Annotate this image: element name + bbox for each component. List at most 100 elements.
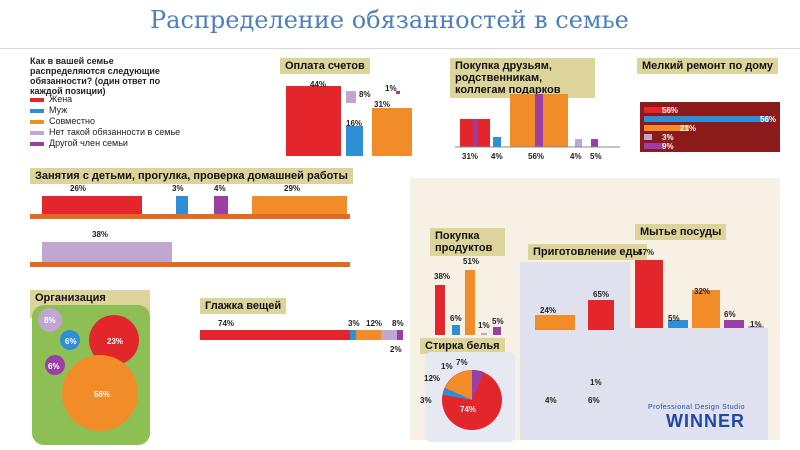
repair-label-husband: 56% [662,106,679,115]
laundry-chart [425,352,515,442]
survey-question: Как в вашей семье распределяются следующ… [30,56,161,96]
leisure-bubble-together [62,355,138,431]
repair-bar-together [644,125,689,131]
legend-item-together: Совместно [30,116,200,126]
dishes-label-husband: 5% [668,314,680,323]
repair-bar-wife [644,107,674,113]
children-books-together [252,196,347,214]
gifts-label-none: 4% [570,152,582,161]
ironing-bar-none [381,330,397,340]
label-dishes: Мытье посуды [635,224,727,240]
leisure-bubble-none [38,308,62,332]
dishes-stack-together [692,290,720,328]
leisure-label-wife: 23% [107,337,124,346]
credit: Professional Design Studio WINNER [648,404,745,432]
laundry-label-together: 12% [424,374,441,383]
laundry-slice-other [472,369,484,400]
leisure-chart [32,305,150,445]
repair-bar-none [644,134,652,140]
bills-label-together: 31% [374,100,391,109]
bills-label-wife: 44% [310,80,327,89]
bills-label-husband: 16% [346,119,363,128]
legend-item-other: Другой член семьи [30,138,200,148]
ironing-label-husband: 2% [390,345,402,354]
legend-label: Другой член семьи [49,138,128,148]
bills-bar-other [396,91,400,94]
legend-item-wife: Жена [30,94,200,104]
legend-item-none: Нет такой обязанности в семье [30,127,200,137]
credit-line1: Professional Design Studio [647,404,745,411]
leisure-bubble-wife [89,315,139,365]
sink-cabinet [628,328,768,440]
title-divider [0,48,800,49]
gifts-label-wife: 31% [462,152,479,161]
groceries-bar-other [493,327,501,335]
children-books-other [214,196,228,214]
repair-label-together: 21% [680,124,697,133]
ironing-bar-together [356,330,381,340]
gifts-label-together: 56% [528,152,545,161]
children-books-husband [176,196,188,214]
gifts-chart [455,94,620,148]
groceries-label-none: 1% [478,321,490,330]
laundry-slice-husband [443,388,472,400]
gifts-ribbon [473,119,477,147]
leisure-label-other: 6% [48,362,60,371]
groceries-chart [435,270,501,335]
ironing-bar-other [397,330,403,340]
children-chart [42,196,347,262]
children-books-none [42,242,172,262]
gifts-ribbon-big [535,94,543,147]
gifts-box-husband [493,137,501,147]
cooking-pot-together [535,315,575,330]
bills-bar-together [372,108,412,156]
repair-chart [640,102,780,152]
legend-label: Жена [49,94,73,104]
dishes-stack-wife [635,260,663,328]
leisure-label-husband: 6% [65,337,77,346]
label-laundry: Стирка белья [420,338,505,354]
dishes-label-none: 1% [750,320,762,329]
stove-cabinet [520,262,630,440]
laundry-label-other: 7% [456,358,468,367]
repair-label-other: 9% [662,142,674,151]
groceries-bar-none [481,333,487,335]
label-bills: Оплата счетов [280,58,370,74]
ironing-chart [200,330,403,340]
laundry-slice-together [445,370,472,400]
gifts-box-none [575,139,582,147]
children-label-none: 38% [92,230,109,239]
dishes-stack-husband [668,320,688,328]
ironing-label-none: 8% [392,319,404,328]
repair-bar-husband [644,116,769,122]
dishes-stack-none [748,326,764,328]
bills-bar-none [346,91,356,103]
legend-swatch [30,119,44,124]
gifts-label-other: 5% [590,152,602,161]
dishes-label-other: 6% [724,310,736,319]
legend-swatch [30,97,44,102]
label-groceries: Покупка продуктов [430,228,505,256]
children-label-husband: 3% [172,184,184,193]
repair-label-other-top: 56% [760,115,777,124]
groceries-label-wife: 38% [434,272,451,281]
children-books-wife [42,196,142,214]
page-title: Распределение обязанностей в семье [150,6,629,34]
gifts-box-other [591,139,598,147]
ironing-bar-wife [200,330,350,340]
bills-label-none: 8% [359,90,371,99]
groceries-label-husband: 6% [450,314,462,323]
leisure-label-together: 56% [94,390,111,399]
cooking-chart [535,300,614,330]
ironing-label-together: 12% [366,319,383,328]
legend-swatch [30,141,44,146]
children-shelf-lower [30,262,350,267]
bills-bar-wife [286,86,341,156]
groceries-bar-together [465,270,475,335]
cooking-label-husband: 4% [545,396,557,405]
legend-swatch [30,108,44,113]
cooking-label-wife: 65% [593,290,610,299]
label-cooking: Приготовление еды [528,244,647,260]
repair-bar-other [644,143,664,149]
